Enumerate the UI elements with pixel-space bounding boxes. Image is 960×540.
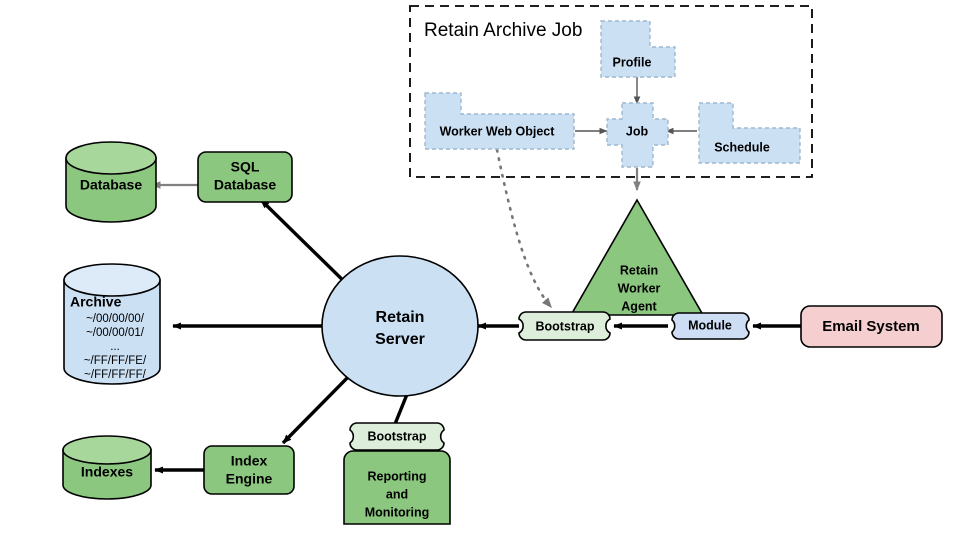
node-profile[interactable]: Profile [600, 20, 676, 78]
node-schedule[interactable]: Schedule [698, 102, 801, 164]
database-label: Database [80, 177, 142, 193]
index-engine-label-line2: Engine [226, 471, 273, 487]
database-cylinder-body [65, 157, 157, 223]
archive-title: Archive [70, 294, 122, 310]
retain-server-label-line1: Retain [376, 309, 425, 326]
node-retain-server[interactable]: Retain Server [321, 255, 479, 397]
sql-database-label-line1: SQL [231, 159, 260, 175]
schedule-label: Schedule [714, 140, 770, 154]
node-reporting-monitoring[interactable]: Reporting and Monitoring [343, 450, 451, 525]
index-engine-label-line1: Index [231, 453, 268, 469]
node-archive[interactable]: Archive ~/00/00/00/ ~/00/00/01/ ... ~/FF… [63, 263, 161, 385]
archive-path-0: ~/00/00/00/ [86, 313, 145, 325]
retain-worker-agent-shape [569, 198, 705, 316]
retain-worker-agent-label-line1: Retain [620, 263, 658, 277]
reporting-monitoring-label-line2: and [386, 487, 408, 501]
edge-retainserver-to-indexengine [281, 368, 357, 445]
retain-worker-agent-label-line3: Agent [621, 299, 657, 313]
node-worker-web-object[interactable]: Worker Web Object [424, 92, 575, 150]
indexes-label: Indexes [81, 464, 133, 480]
database-cylinder-top [65, 141, 157, 175]
reporting-monitoring-shape [343, 450, 451, 525]
group-title: Retain Archive Job [424, 20, 582, 41]
sql-database-shape [197, 151, 293, 203]
job-shape [606, 102, 669, 168]
schedule-shape [698, 102, 801, 164]
node-retain-worker-agent[interactable]: Retain Worker Agent [569, 198, 705, 316]
node-job[interactable]: Job [606, 102, 669, 168]
group-border [409, 5, 813, 178]
email-system-label: Email System [822, 318, 920, 335]
job-label: Job [626, 124, 649, 138]
archive-path-3: ~/FF/FF/FE/ [84, 355, 147, 367]
node-index-engine[interactable]: Index Engine [203, 445, 295, 495]
edge-retainserver-to-sqldatabase [259, 198, 358, 295]
sql-database-label-line2: Database [214, 177, 276, 193]
email-system-shape [800, 305, 943, 348]
node-indexes[interactable]: Indexes [62, 435, 152, 500]
worker-web-object-shape [424, 92, 575, 150]
archive-cylinder-top [63, 263, 161, 297]
node-bootstrap-reporting[interactable]: Bootstrap [349, 422, 445, 451]
module-label: Module [688, 318, 732, 332]
retain-server-label-line2: Server [375, 331, 425, 348]
edge-workerwebobject-to-bootstrap [495, 148, 553, 309]
archive-path-1: ~/00/00/01/ [86, 327, 145, 339]
bootstrap-agent-shape [518, 311, 611, 341]
bootstrap-reporting-shape [349, 422, 445, 451]
module-shape [671, 312, 750, 340]
retain-server-shape [321, 255, 479, 397]
archive-path-2: ... [110, 341, 120, 353]
node-module[interactable]: Module [671, 312, 750, 340]
node-database[interactable]: Database [65, 141, 157, 223]
archive-cylinder-body [63, 279, 161, 385]
node-email-system[interactable]: Email System [800, 305, 943, 348]
indexes-cylinder-top [62, 435, 152, 465]
reporting-monitoring-label-line1: Reporting [367, 469, 426, 483]
archive-path-4: ~/FF/FF/FF/ [84, 369, 146, 381]
edge-layer [151, 76, 801, 474]
profile-label: Profile [613, 55, 652, 69]
bootstrap-reporting-label: Bootstrap [367, 429, 426, 443]
node-sql-database[interactable]: SQL Database [197, 151, 293, 203]
reporting-monitoring-label-line3: Monitoring [365, 505, 430, 519]
retain-worker-agent-label-line2: Worker [618, 281, 661, 295]
retain-archive-job-group: Retain Archive Job [409, 5, 813, 178]
worker-web-object-label: Worker Web Object [440, 124, 556, 138]
bootstrap-agent-label: Bootstrap [535, 319, 594, 333]
profile-shape [600, 20, 676, 78]
node-bootstrap-agent[interactable]: Bootstrap [518, 311, 611, 341]
index-engine-shape [203, 445, 295, 495]
